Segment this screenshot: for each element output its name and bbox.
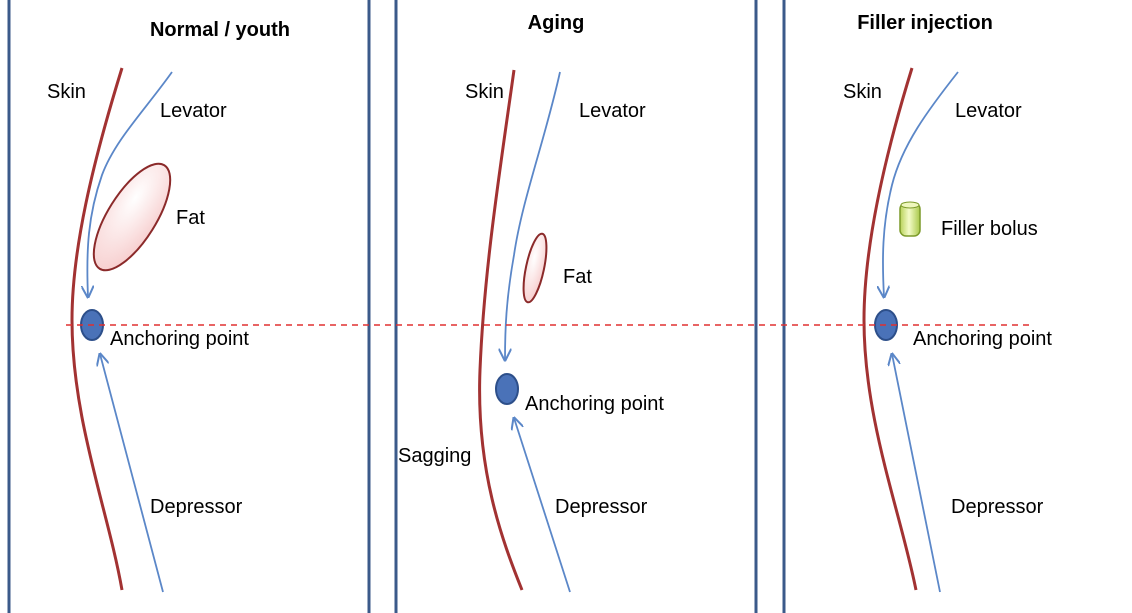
skin-line [478, 69, 524, 591]
sagging-label: Sagging [398, 445, 471, 467]
levator-muscle [505, 71, 561, 360]
fat-pad [522, 232, 548, 304]
anchoring-point-label: Anchoring point [110, 328, 249, 350]
panel-title: Normal / youth [150, 19, 290, 41]
filler-bolus [899, 201, 921, 237]
depressor-muscle [100, 354, 164, 593]
fat-label: Fat [176, 207, 205, 229]
panel-title: Filler injection [857, 12, 993, 34]
depressor-label: Depressor [150, 496, 243, 518]
panel-frame [782, 0, 1132, 613]
panel-filler-injection: Filler injection Skin Levator Filler bol… [782, 0, 1132, 613]
depressor-muscle [892, 354, 941, 593]
depressor-muscle [514, 418, 571, 593]
panel-frame [394, 0, 758, 613]
levator-muscle [883, 71, 959, 297]
levator-label: Levator [579, 100, 646, 122]
filler-bolus-label: Filler bolus [941, 218, 1038, 240]
levator-label: Levator [955, 100, 1022, 122]
depressor-label: Depressor [555, 496, 648, 518]
fat-label: Fat [563, 266, 592, 288]
anchoring-point-label: Anchoring point [525, 393, 664, 415]
skin-label: Skin [47, 81, 86, 103]
anchoring-point-label: Anchoring point [913, 328, 1052, 350]
levator-muscle [87, 71, 173, 297]
panel-frame [7, 0, 371, 613]
skin-label: Skin [843, 81, 882, 103]
skin-line [70, 67, 124, 591]
anchoring-point [495, 373, 519, 405]
skin-label: Skin [465, 81, 504, 103]
panel-aging: Aging Skin Levator Fat Anchoring point S… [394, 0, 758, 613]
panel-title: Aging [528, 12, 585, 34]
skin-line [862, 67, 918, 591]
depressor-label: Depressor [951, 496, 1044, 518]
fat-pad [92, 162, 172, 272]
levator-label: Levator [160, 100, 227, 122]
panel-normal-youth: Normal / youth Skin Levator Fat Anchorin… [7, 0, 371, 613]
